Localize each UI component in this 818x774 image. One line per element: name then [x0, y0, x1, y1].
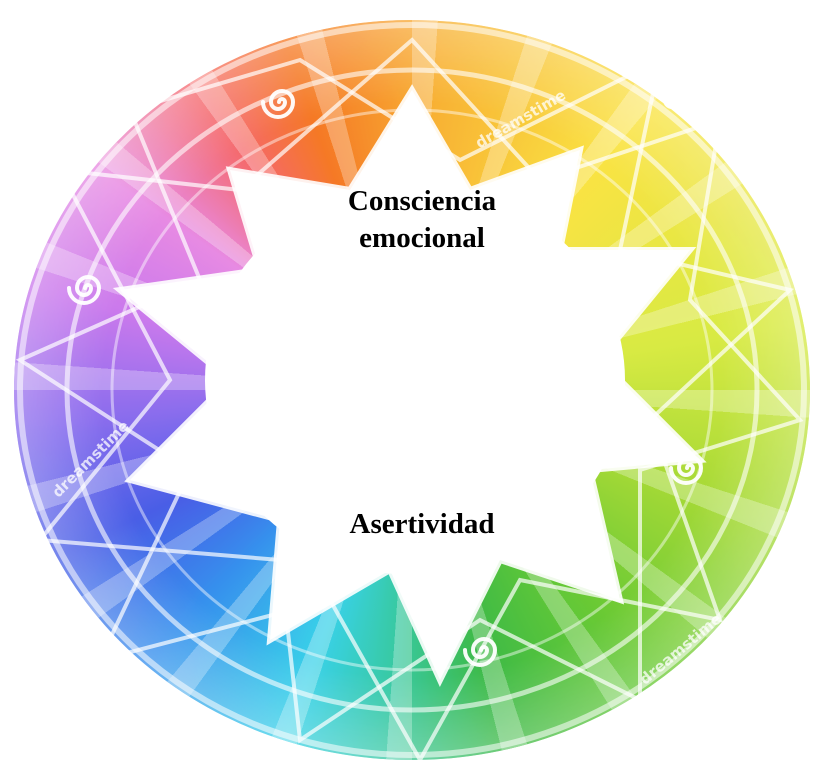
label-top-line2: emocional: [312, 220, 532, 257]
label-asertividad: Asertividad: [322, 506, 522, 543]
label-consciencia-emocional: Consciencia emocional: [312, 183, 532, 257]
label-top-line1: Consciencia: [312, 183, 532, 220]
spiral-icon: [665, 89, 687, 107]
